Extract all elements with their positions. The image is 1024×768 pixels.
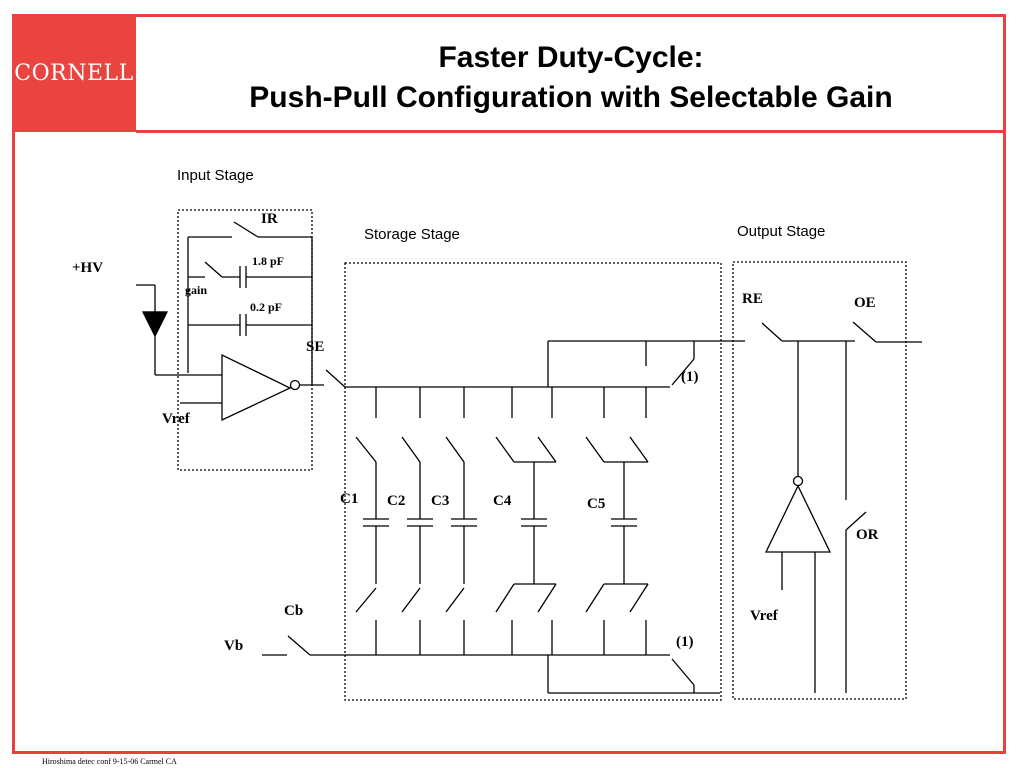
or-label: OR: [856, 527, 879, 543]
c4-label: C4: [493, 493, 512, 509]
slide-title: Faster Duty-Cycle: Push-Pull Configurati…: [136, 38, 1006, 118]
c1-label: C1: [340, 491, 358, 507]
input-amplifier-icon: [221, 353, 292, 422]
cap-1-8pf-label: 1.8 pF: [252, 254, 284, 268]
output-amplifier-icon: [764, 484, 832, 553]
output-stage-wiring: [761, 321, 922, 693]
cap-0-2pf-label: 0.2 pF: [250, 300, 282, 314]
storage-stage-label: Storage Stage: [364, 226, 460, 243]
slide-frame: [12, 14, 1006, 754]
re-label: RE: [742, 291, 763, 307]
vref-input-label: Vref: [162, 411, 191, 427]
storage-stage-wiring: [262, 340, 745, 694]
c5-label: C5: [587, 496, 605, 512]
cb-label: Cb: [284, 603, 303, 619]
storage-stage-box: [344, 262, 722, 701]
title-line-1: Faster Duty-Cycle:: [438, 41, 704, 74]
se-label: SE: [306, 339, 324, 355]
footer-text: Hiroshima detec conf 9-15-06 Carmel CA: [42, 757, 177, 766]
hv-label: +HV: [72, 260, 103, 276]
ir-label: IR: [261, 211, 278, 227]
vb-label: Vb: [224, 638, 243, 654]
switch-1-bottom-label: (1): [676, 634, 694, 650]
input-stage-wiring: [136, 221, 346, 422]
cornell-logo: CORNELL: [12, 14, 136, 132]
output-stage-label: Output Stage: [737, 223, 825, 240]
title-line-2: Push-Pull Configuration with Selectable …: [249, 81, 893, 114]
input-stage-label: Input Stage: [177, 167, 254, 184]
switch-1-top-label: (1): [681, 369, 699, 385]
c3-label: C3: [431, 493, 449, 509]
oe-label: OE: [854, 295, 876, 311]
header-rule: [136, 130, 1006, 133]
vref-output-label: Vref: [750, 608, 779, 624]
gain-label: gain: [185, 283, 207, 297]
c2-label: C2: [387, 493, 405, 509]
output-stage-box: [732, 261, 907, 700]
logo-text: CORNELL: [14, 60, 134, 86]
